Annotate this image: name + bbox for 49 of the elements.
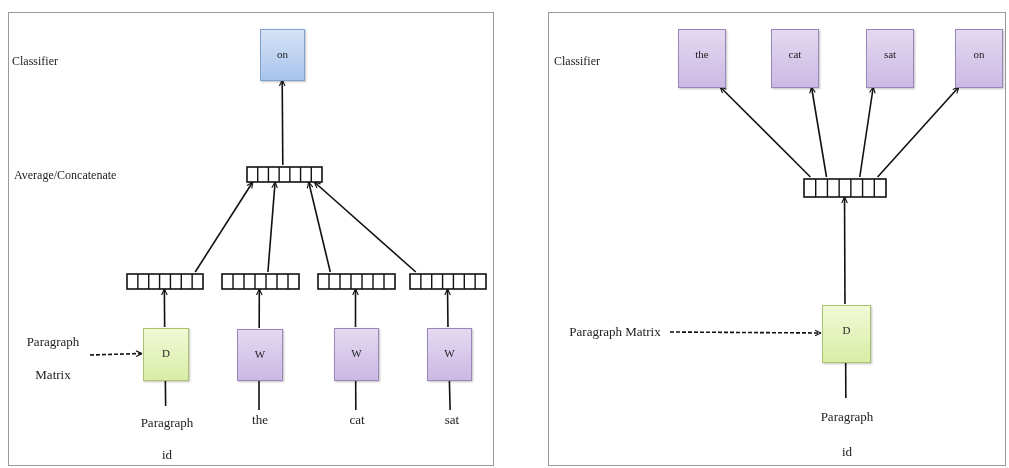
connector-line (354, 379, 357, 411)
arrow (255, 288, 263, 329)
arrow (194, 181, 254, 273)
arrow (278, 79, 286, 166)
arrow (352, 288, 359, 328)
vector-cells (126, 273, 204, 290)
vector-cells (409, 273, 487, 290)
node-box: cat (771, 29, 819, 88)
arrow (669, 329, 822, 337)
text-label: cat (342, 411, 372, 431)
text-label: Paragraph id (816, 399, 878, 465)
vector-cells (803, 178, 887, 198)
vector-cells (317, 273, 396, 290)
node-box: D (143, 328, 189, 381)
arrow (444, 288, 451, 328)
vector-cells (221, 273, 300, 290)
arrow (809, 86, 828, 178)
node-box: the (678, 29, 726, 88)
connector-line (844, 361, 847, 399)
connector-line (164, 379, 167, 407)
arrow (313, 181, 417, 273)
arrow (858, 86, 876, 178)
row-label: Average/Concatenate (14, 168, 117, 183)
node-box: W (427, 328, 472, 381)
text-label: Paragraph Matrix (15, 325, 91, 387)
arrow (89, 350, 143, 358)
arrow (306, 181, 332, 273)
text-label: Paragraph Matrix (559, 323, 671, 343)
arrow (267, 181, 278, 273)
node-box: sat (866, 29, 914, 88)
node-box: W (334, 328, 379, 381)
text-label: sat (437, 411, 467, 431)
arrow (719, 86, 812, 178)
connector-line (448, 379, 451, 411)
panel-frame (548, 12, 1006, 466)
arrow (841, 196, 848, 305)
node-box: on (260, 29, 305, 81)
text-label: the (245, 411, 275, 431)
text-label: Paragraph id (136, 407, 198, 467)
arrow (161, 288, 168, 328)
node-box: D (822, 305, 871, 363)
row-label: Classifier (12, 54, 58, 69)
node-box: W (237, 329, 283, 381)
row-label: Classifier (554, 54, 600, 69)
panel-frame (8, 12, 494, 466)
node-box: on (955, 29, 1003, 88)
arrow (876, 86, 960, 178)
vector-cells (246, 166, 323, 183)
connector-line (258, 379, 260, 411)
